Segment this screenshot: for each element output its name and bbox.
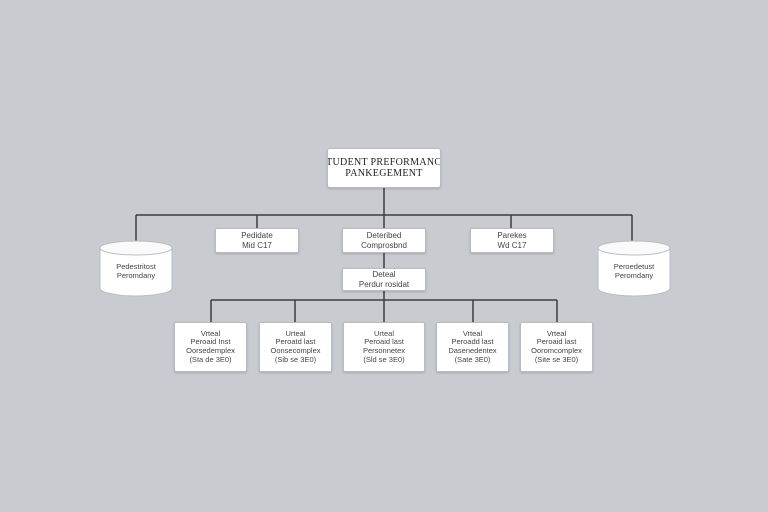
leaf-3-line4: (Sld se 3E0) — [363, 354, 405, 364]
leaf-node-3: Urteal Peroaid last Personnetex (Sld se … — [343, 322, 425, 372]
level1-node-center: Deteribed Comprosbnd — [342, 228, 426, 253]
datastore-left-line2: Peromdany — [116, 271, 156, 280]
leaf-5-line3: Ooromcomplex — [531, 346, 582, 355]
level1-node-right: Parekes Wd C17 — [470, 228, 554, 253]
database-cylinder-icon — [597, 240, 671, 297]
leaf-5-line2: Peroaid last — [536, 337, 577, 347]
leaf-node-2: Urteal Peroatd last Oonsecomplex (Sib se… — [259, 322, 332, 372]
leaf-node-4: Vrteal Peroadd last Dasenedentex (Sate 3… — [436, 322, 509, 372]
leaf-4-line3: Dasenedentex — [448, 346, 497, 355]
level1-right-line1: Parekes — [497, 231, 527, 241]
hub-line2: Perdur rosidat — [358, 279, 410, 289]
level1-left-line1: Pedidate — [241, 231, 273, 241]
leaf-1-line3: Oorsedemplex — [186, 346, 235, 355]
leaf-2-line4: (Sib se 3E0) — [274, 354, 317, 364]
leaf-1-line4: (Sta de 3E0) — [189, 354, 232, 364]
level1-right-line2: Wd C17 — [497, 240, 527, 250]
hub-node: Deteal Perdur rosidat — [342, 268, 426, 291]
leaf-4-line1: Vrteal — [462, 328, 483, 338]
leaf-3-line1: Urteal — [373, 328, 394, 338]
leaf-2-line3: Oonsecomplex — [270, 346, 321, 355]
leaf-1-line2: Peroaid Inst — [190, 337, 231, 347]
leaf-node-1: Vrteal Peroaid Inst Oorsedemplex (Sta de… — [174, 322, 247, 372]
leaf-4-line4: (Sate 3E0) — [454, 354, 491, 364]
root-title-line1: STUDENT PREFORMANCE — [327, 156, 441, 168]
database-cylinder-icon — [99, 240, 173, 297]
root-node: STUDENT PREFORMANCE PANKEGEMENT — [327, 148, 441, 188]
leaf-3-line2: Peroaid last — [364, 337, 404, 347]
level1-center-line1: Deteribed — [366, 231, 402, 241]
leaf-node-5: Vrteal Peroaid last Ooromcomplex (Site s… — [520, 322, 593, 372]
datastore-right-line2: Peromdany — [614, 271, 654, 280]
datastore-left: Pedestritost Peromdany — [99, 240, 173, 298]
leaf-1-line1: Vrteal — [200, 328, 221, 338]
root-title-line2: PANKEGEMENT — [345, 168, 423, 179]
level1-left-line2: Mid C17 — [242, 240, 272, 250]
leaf-5-line1: Vrteal — [546, 328, 567, 338]
leaf-5-line4: (Site se 3E0) — [534, 354, 579, 364]
leaf-4-line2: Peroadd last — [451, 337, 494, 347]
datastore-right: Peroedetust Peromdany — [597, 240, 671, 298]
leaf-2-line1: Urteal — [285, 328, 306, 338]
leaf-2-line2: Peroatd last — [275, 337, 316, 347]
leaf-3-line3: Personnetex — [362, 346, 406, 355]
level1-center-line2: Comprosbnd — [361, 240, 407, 250]
datastore-right-line1: Peroedetust — [613, 262, 655, 271]
hub-line1: Deteal — [372, 270, 396, 280]
level1-node-left: Pedidate Mid C17 — [215, 228, 299, 253]
datastore-left-line1: Pedestritost — [116, 262, 156, 271]
